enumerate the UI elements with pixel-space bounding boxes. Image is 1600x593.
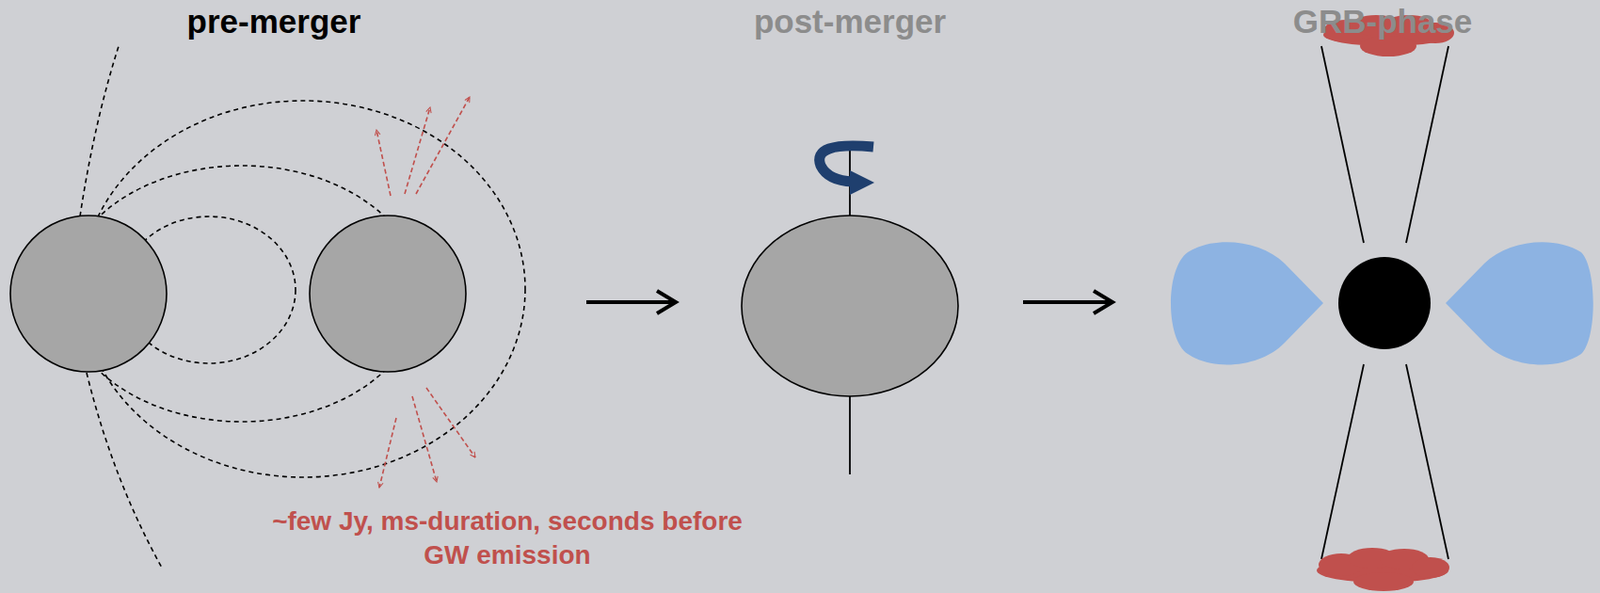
jet-cloud [1316, 547, 1450, 592]
jet-cone [1321, 46, 1449, 560]
emission-arrows [376, 96, 476, 488]
ejecta-lobe [1170, 241, 1324, 365]
rotation-arrow [819, 145, 875, 195]
ejecta-lobe [1445, 241, 1594, 365]
neutron-star [309, 215, 466, 372]
stage-title: GRB-phase [1293, 0, 1473, 44]
stage-title: post-merger [753, 0, 946, 44]
emission-note: ~few Jy, ms-duration, seconds before GW … [272, 504, 743, 573]
neutron-star [10, 215, 167, 372]
spin-axis [848, 395, 851, 475]
merger-remnant [741, 215, 959, 397]
stage-title: pre-merger [187, 0, 362, 44]
black-hole [1338, 256, 1431, 350]
